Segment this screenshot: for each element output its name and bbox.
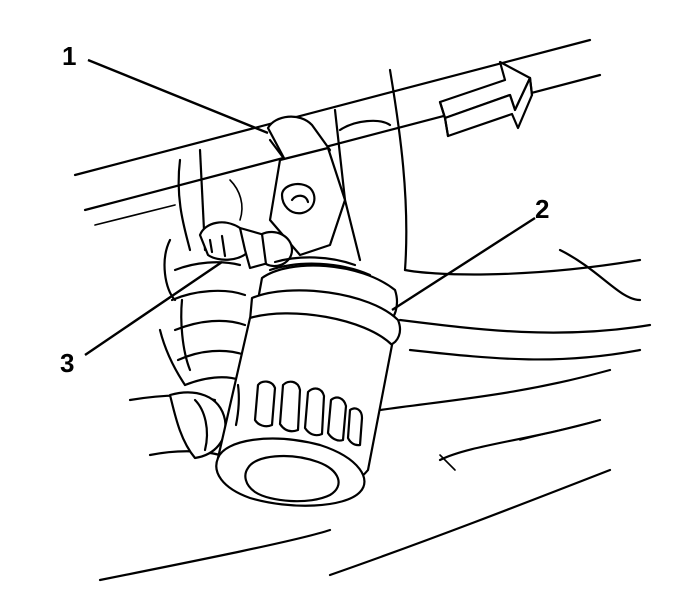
callout-3: 3 — [60, 348, 74, 378]
leader-line-3 — [84, 261, 223, 356]
callouts: 1 2 3 — [60, 41, 549, 378]
leader-line-1 — [87, 58, 269, 135]
vehicle-body-lines — [73, 38, 652, 582]
engine-casting — [158, 179, 247, 387]
leader-lines — [84, 58, 536, 356]
leader-line-2 — [391, 216, 536, 312]
front-direction-arrow-icon — [438, 60, 534, 138]
oil-pressure-sensor — [266, 115, 347, 257]
callout-1: 1 — [62, 41, 76, 71]
oil-pressure-switch — [198, 221, 294, 270]
hose — [128, 391, 227, 460]
callout-2: 2 — [535, 194, 549, 224]
oil-filter — [215, 256, 402, 507]
